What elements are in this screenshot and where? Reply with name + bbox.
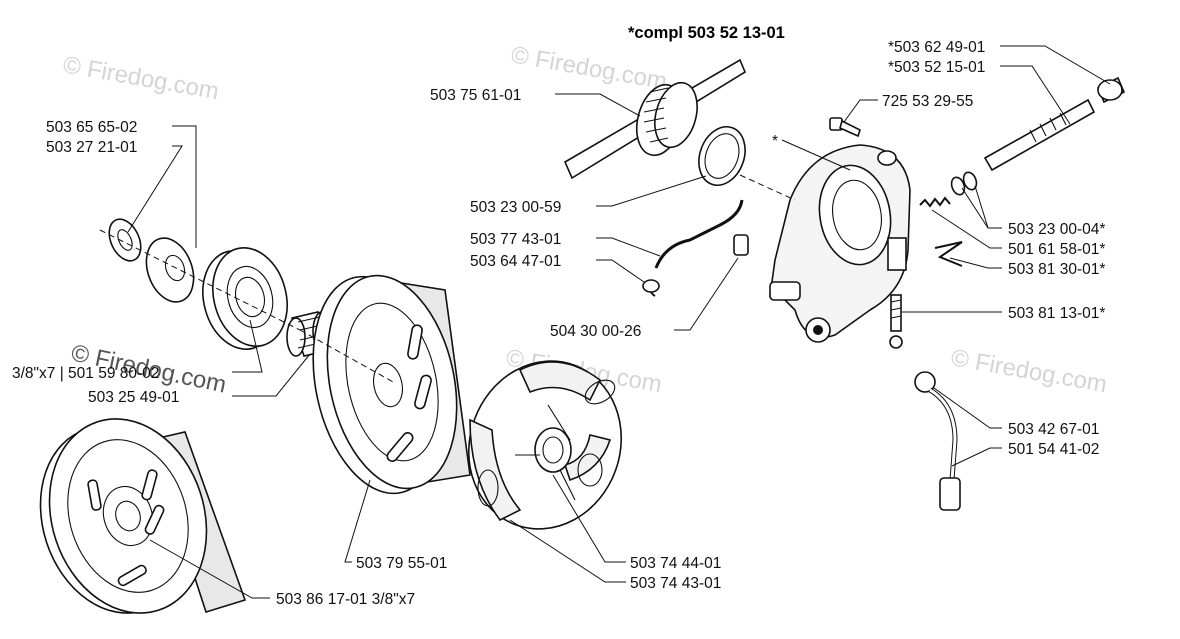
part-label: 503 25 49-01 [88, 389, 179, 406]
part-label: 503 74 43-01 [630, 575, 721, 592]
part-labels: *compl 503 52 13-01 503 75 61-01 503 65 … [12, 24, 1105, 608]
adjuster-screw [889, 294, 903, 349]
watermark-text: © Firedog.com [509, 41, 669, 95]
part-label: 503 81 30-01* [1008, 261, 1105, 278]
part-label: 503 74 44-01 [630, 555, 721, 572]
rim-sprocket [202, 247, 288, 350]
part-label: 503 23 00-04* [1008, 221, 1105, 238]
part-label: 503 77 43-01 [470, 231, 561, 248]
part-label: 3/8"x7 | 501 59 80-02 [12, 365, 159, 382]
part-label: 503 27 21-01 [46, 139, 137, 156]
clutch-drum [312, 274, 471, 495]
gear-adjuster [563, 58, 747, 180]
leader-lines [127, 45, 1111, 599]
part-label: 501 61 58-01* [1008, 241, 1105, 258]
lock-ring [108, 218, 142, 262]
part-label: 503 64 47-01 [470, 253, 561, 270]
seal-ring [698, 126, 746, 186]
clutch-drum-large [39, 418, 247, 614]
part-label: 503 42 67-01 [1008, 421, 1099, 438]
pump-shaft [983, 76, 1126, 172]
axis-line [99, 174, 796, 384]
part-label: 504 30 00-26 [550, 323, 641, 340]
pump-spring [919, 171, 978, 208]
clutch-assembly [467, 360, 623, 530]
part-label: 501 54 41-02 [1008, 441, 1099, 458]
washer [145, 237, 195, 303]
oil-hose [914, 371, 961, 511]
part-label: 503 81 13-01* [1008, 305, 1105, 322]
retaining-clip [934, 241, 963, 267]
part-label: *503 52 15-01 [888, 59, 985, 76]
part-label: 503 79 55-01 [356, 555, 447, 572]
part-label: * [772, 133, 778, 150]
assembly-title: *compl 503 52 13-01 [628, 24, 785, 42]
part-label: 503 86 17-01 3/8"x7 [276, 591, 415, 608]
watermark-text: © Firedog.com [949, 344, 1109, 398]
part-label: *503 62 49-01 [888, 39, 985, 56]
watermark-text: © Firedog.com [61, 51, 221, 105]
part-label: 503 23 00-59 [470, 199, 561, 216]
oil-pump-housing [769, 144, 911, 343]
part-label: 725 53 29-55 [882, 93, 973, 110]
bolt [829, 117, 861, 138]
part-label: 503 75 61-01 [430, 87, 521, 104]
part-label: 503 65 65-02 [46, 119, 137, 136]
oil-pipe [642, 199, 749, 297]
